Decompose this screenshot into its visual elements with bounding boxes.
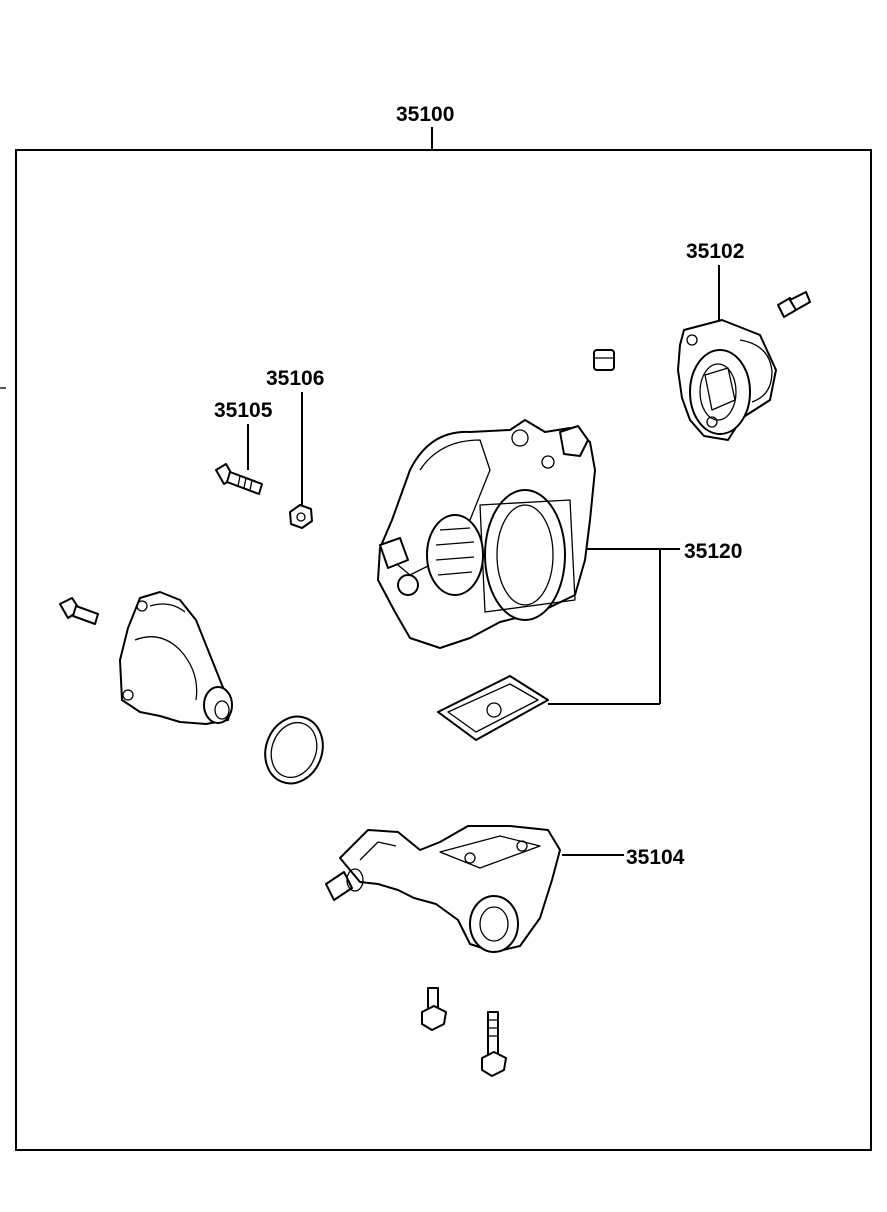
throttle-body-gasket [437, 675, 549, 741]
throttle-body [377, 419, 596, 649]
screw [215, 463, 263, 495]
callout-35102[interactable]: 35102 [686, 240, 744, 263]
actuator-bolt-long [481, 1011, 507, 1077]
callout-35120[interactable]: 35120 [684, 540, 742, 563]
tps-screw [777, 291, 811, 318]
actuator-bolt-short [421, 987, 447, 1031]
callout-35100[interactable]: 35100 [396, 103, 454, 126]
throttle-position-sensor [677, 319, 777, 441]
left-bolt [59, 597, 99, 625]
tps-plug [593, 349, 615, 371]
assembly-frame [15, 149, 872, 1151]
callout-35104[interactable]: 35104 [626, 846, 685, 869]
idle-speed-actuator [325, 825, 561, 953]
callout-35105[interactable]: 35105 [214, 399, 273, 422]
nut [289, 504, 313, 529]
throttle-pulley [426, 514, 484, 596]
o-ring [264, 715, 324, 785]
idle-air-control-valve [119, 591, 233, 725]
callout-35106[interactable]: 35106 [266, 367, 324, 390]
